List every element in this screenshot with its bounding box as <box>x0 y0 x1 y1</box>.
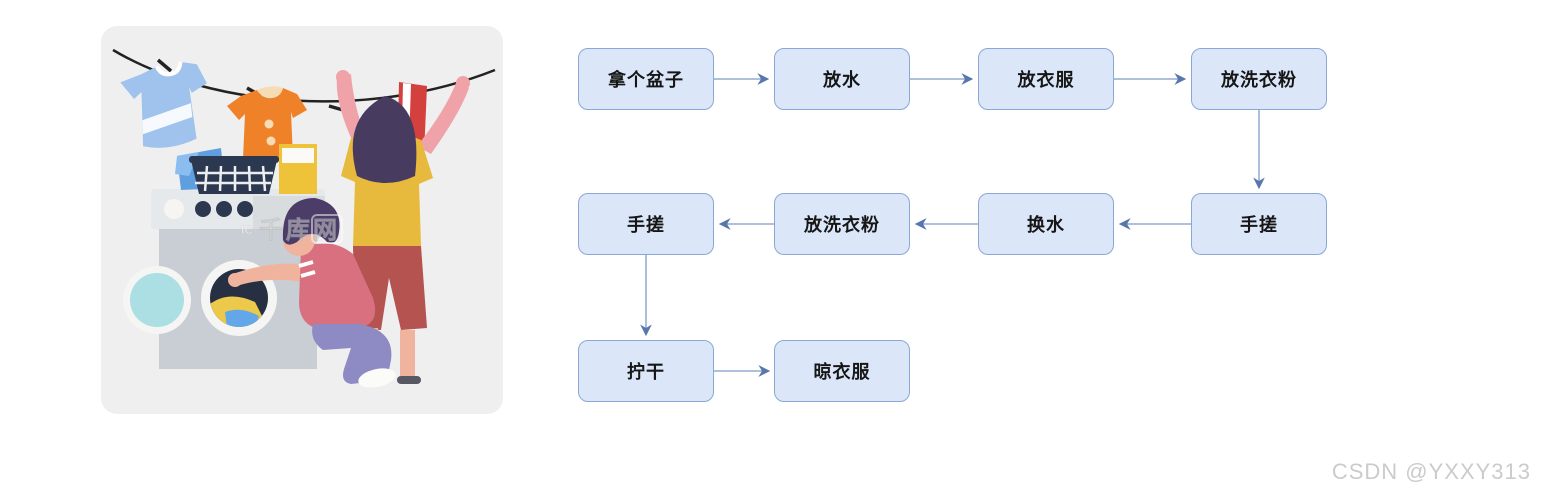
laundry-illustration: IC 千库网 <box>101 26 503 414</box>
woman-hanging-clothes <box>336 70 470 384</box>
image-watermark: IC 千库网 <box>241 214 343 244</box>
blue-shirt <box>120 61 207 148</box>
flow-node-add-detergent: 放洗衣粉 <box>1191 48 1327 110</box>
boy-loading-machine <box>228 198 396 388</box>
laundry-basket <box>175 148 279 194</box>
flow-node-hand-scrub-2: 手搓 <box>578 193 714 255</box>
svg-text:IC: IC <box>241 223 253 237</box>
laundry-illustration-art: IC 千库网 <box>112 48 496 388</box>
flow-node-hand-scrub-1: 手搓 <box>1191 193 1327 255</box>
flow-node-wring-dry: 拧干 <box>578 340 714 402</box>
flow-node-change-water: 换水 <box>978 193 1114 255</box>
detergent-box <box>279 144 317 194</box>
flow-node-get-basin: 拿个盆子 <box>578 48 714 110</box>
flow-node-add-detergent-2: 放洗衣粉 <box>774 193 910 255</box>
orange-shirt <box>227 86 307 163</box>
flow-node-add-water: 放水 <box>774 48 910 110</box>
csdn-watermark: CSDN @YXXY313 <box>1331 459 1531 484</box>
flow-node-hang-clothes: 晾衣服 <box>774 340 910 402</box>
image-watermark-text: 千库网 <box>259 217 340 244</box>
flow-node-add-clothes: 放衣服 <box>978 48 1114 110</box>
